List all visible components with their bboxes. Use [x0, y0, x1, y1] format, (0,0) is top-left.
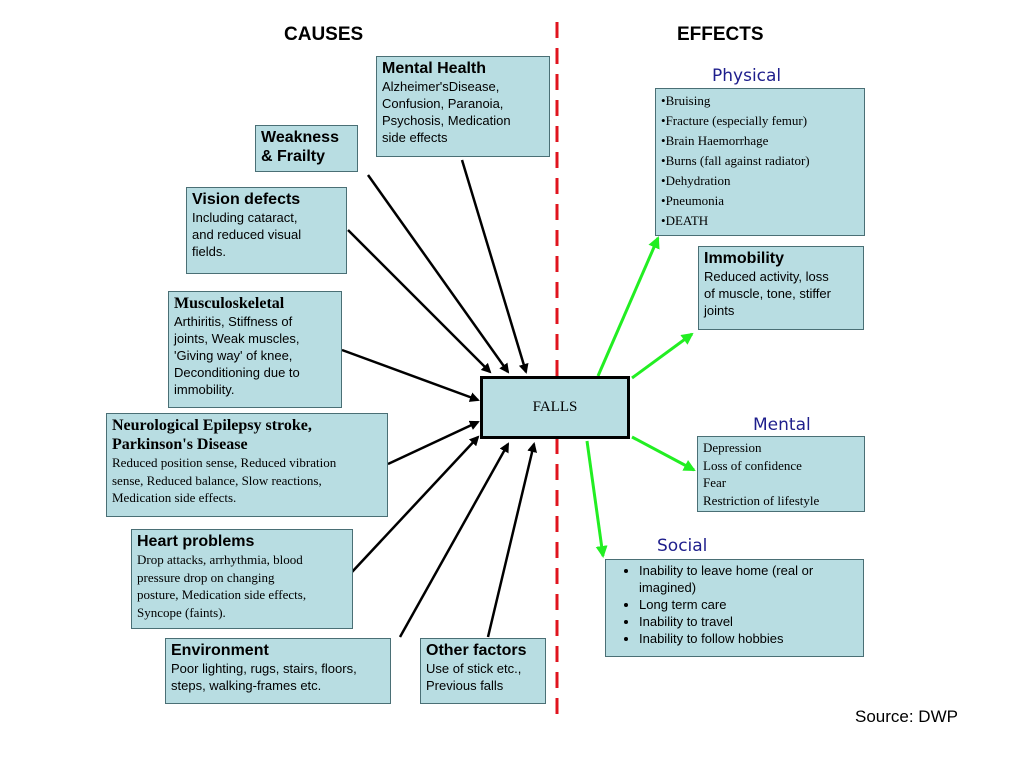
- physical-item: Burns (fall against radiator): [661, 151, 859, 171]
- physical-item: Pneumonia: [661, 191, 859, 211]
- vision-box: Vision defects Including cataract, and r…: [186, 187, 347, 274]
- physical-list: Bruising Fracture (especially femur) Bra…: [661, 91, 859, 231]
- social-item: Long term care: [639, 596, 858, 613]
- social-label: Social: [657, 536, 708, 556]
- musculoskeletal-title: Musculoskeletal: [174, 295, 285, 312]
- causes-heading: CAUSES: [284, 24, 364, 45]
- environment-body: Poor lighting, rugs, stairs, floors, ste…: [171, 661, 357, 693]
- immobility-box: Immobility Reduced activity, loss of mus…: [698, 246, 864, 330]
- physical-item: Dehydration: [661, 171, 859, 191]
- mental-health-title: Mental Health: [382, 60, 487, 77]
- mental-health-box: Mental Health Alzheimer'sDisease, Confus…: [376, 56, 550, 157]
- arrow-vision: [347, 229, 492, 374]
- arrow-environment: [398, 442, 510, 638]
- weakness-box: Weakness & Frailty: [255, 125, 358, 172]
- arrow-mental: [631, 435, 696, 472]
- immobility-title: Immobility: [704, 250, 785, 267]
- mental-label: Mental: [753, 415, 811, 435]
- heart-box: Heart problems Drop attacks, arrhythmia,…: [131, 529, 353, 629]
- physical-item: Fracture (especially femur): [661, 111, 859, 131]
- effects-heading: EFFECTS: [677, 24, 764, 45]
- arrow-social: [585, 440, 608, 558]
- weakness-title: Weakness & Frailty: [261, 129, 339, 165]
- social-box: Inability to leave home (real or imagine…: [605, 559, 864, 657]
- heart-title: Heart problems: [137, 533, 255, 550]
- vision-body: Including cataract, and reduced visual f…: [192, 210, 302, 259]
- neurological-title: Neurological Epilepsy stroke, Parkinson'…: [112, 417, 312, 453]
- physical-box: Bruising Fracture (especially femur) Bra…: [655, 88, 865, 236]
- arrow-musculoskeletal: [341, 348, 480, 402]
- musculoskeletal-body: Arthiritis, Stiffness of joints, Weak mu…: [174, 314, 300, 397]
- immobility-body: Reduced activity, loss of muscle, tone, …: [704, 269, 831, 318]
- environment-title: Environment: [171, 642, 269, 659]
- arrow-mental-health: [460, 159, 529, 374]
- arrow-immobility: [631, 332, 694, 380]
- neurological-body: Reduced position sense, Reduced vibratio…: [112, 455, 337, 505]
- mental-health-body: Alzheimer'sDisease, Confusion, Paranoia,…: [382, 79, 511, 145]
- physical-item: Bruising: [661, 91, 859, 111]
- social-item: Inability to travel: [639, 613, 858, 630]
- arrow-heart: [351, 435, 480, 573]
- other-factors-box: Other factors Use of stick etc., Previou…: [420, 638, 546, 704]
- environment-box: Environment Poor lighting, rugs, stairs,…: [165, 638, 391, 704]
- arrow-other: [486, 442, 538, 638]
- neurological-box: Neurological Epilepsy stroke, Parkinson'…: [106, 413, 388, 517]
- vision-title: Vision defects: [192, 191, 301, 208]
- social-item: Inability to leave home (real or imagine…: [639, 562, 858, 596]
- social-item: Inability to follow hobbies: [639, 630, 858, 647]
- arrow-neurological: [387, 420, 480, 466]
- mental-body: Depression Loss of confidence Fear Restr…: [703, 440, 820, 508]
- arrow-weakness: [366, 174, 510, 374]
- social-list: Inability to leave home (real or imagine…: [611, 562, 858, 647]
- physical-item: Brain Haemorrhage: [661, 131, 859, 151]
- musculoskeletal-box: Musculoskeletal Arthiritis, Stiffness of…: [168, 291, 342, 408]
- other-factors-title: Other factors: [426, 642, 527, 659]
- physical-item: DEATH: [661, 211, 859, 231]
- arrow-physical: [596, 236, 660, 377]
- falls-box: FALLS: [480, 376, 630, 439]
- source-label: Source: DWP: [855, 707, 958, 726]
- mental-box: Depression Loss of confidence Fear Restr…: [697, 436, 865, 512]
- heart-body: Drop attacks, arrhythmia, blood pressure…: [137, 552, 307, 620]
- other-factors-body: Use of stick etc., Previous falls: [426, 661, 522, 693]
- physical-label: Physical: [712, 66, 782, 86]
